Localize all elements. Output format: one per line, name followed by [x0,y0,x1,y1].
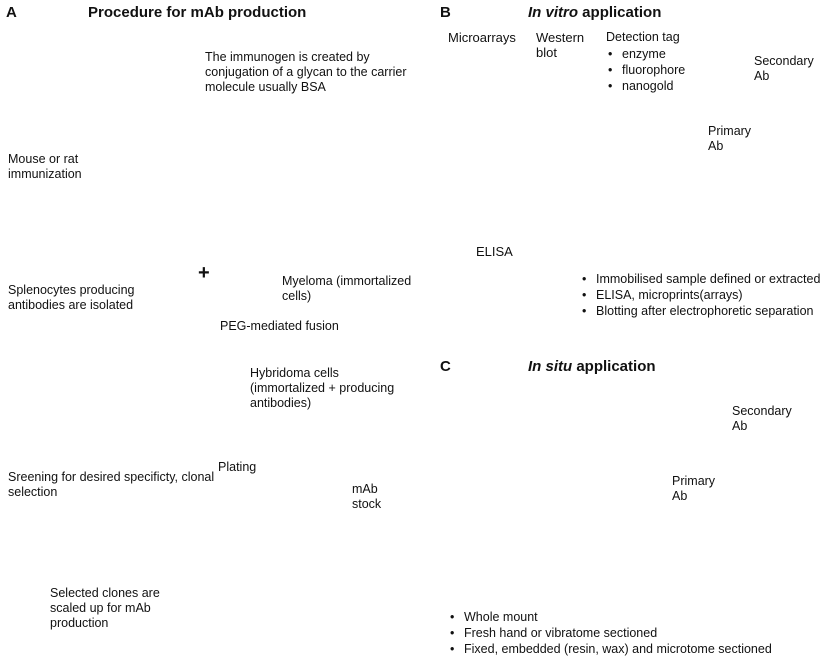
secondary-ab-label-c: Secondary Ab [732,404,792,433]
myeloma-cells [222,232,278,285]
detection-tag-star-c [695,378,729,406]
mouse-label: Mouse or rat immunization [8,152,82,181]
screening-label: Sreening for desired specificty, clonal … [8,470,215,499]
plating-label: Plating [218,460,257,474]
primary-ab-label-b: Primary Ab [708,124,752,153]
hybridoma-cells [167,363,251,433]
panel-c-title-italic: In situ [528,358,573,375]
panel-b-title: In vitro application [528,4,661,21]
culture-flask [244,165,339,213]
mab-stock-label: mAb stock [352,482,382,511]
panel-b-bullet: Immobilised sample defined or extracted [580,271,820,287]
panel-c-letter: C [440,358,451,375]
detection-tag-block: Detection tag enzyme fluorophore nanogol… [606,30,685,94]
western-blot-image [536,60,590,228]
detection-tag-title: Detection tag [606,30,680,44]
primary-antibody-c [610,462,668,511]
well-plate-right [150,523,248,548]
microarray-image [448,48,524,228]
detection-item: nanogold [606,78,685,94]
secondary-antibody-c [677,410,737,461]
elisa-plate-image [447,257,565,335]
splenocytes-label: Splenocytes producing antibodies are iso… [8,283,135,312]
panel-b-bullets: Immobilised sample defined or extracted … [580,271,820,319]
immunogen-text: The immunogen is created by conjugation … [205,50,407,94]
detection-item: enzyme [606,46,685,62]
well-plate-left [18,523,116,548]
panel-b-title-italic: In vitro [528,4,579,21]
panel-c-title-rest: application [572,358,656,375]
detection-tag-star [713,30,747,58]
primary-antibody-b [646,114,704,163]
panel-b-bullet: Blotting after electrophoretic separatio… [580,303,820,319]
panel-c-title: In situ application [528,358,656,375]
immunogen-illustration [70,22,218,154]
panel-b-bullet: ELISA, microprints(arrays) [580,287,820,303]
panel-a-letter: A [6,4,17,21]
primary-ab-label-c: Primary Ab [672,474,716,503]
panel-c-bullet: Fresh hand or vibratome sectioned [448,625,772,641]
panel-c-bullet: Whole mount [448,609,772,625]
panel-a-title: Procedure for mAb production [88,4,307,21]
secondary-ab-label-b: Secondary Ab [754,54,814,83]
selected-clones-label: Selected clones are scaled up for mAb pr… [50,586,160,630]
antigen-surface-b [636,161,744,228]
tissue-cells-c [619,489,721,586]
secondary-antibody-b [697,62,757,113]
elisa-label: ELISA [476,244,513,259]
panel-b-letter: B [440,4,451,21]
western-blot-label: Western blot [536,30,585,60]
plus-sign: + [198,262,210,284]
microarrays-label: Microarrays [448,30,516,45]
scale-up-flask [244,565,339,611]
selected-clone-cells [186,584,365,648]
panel-b-title-rest: application [578,4,662,21]
micrograph-image [446,392,591,602]
myeloma-label: Myeloma (immortalized cells) [282,274,412,303]
panel-c-bullets: Whole mount Fresh hand or vibratome sect… [448,609,772,657]
mouse-illustration [16,184,141,233]
detection-item: fluorophore [606,62,685,78]
panel-c-bullet: Fixed, embedded (resin, wax) and microto… [448,641,772,657]
hybridoma-label: Hybridoma cells (immortalized + producin… [250,366,395,410]
peg-label: PEG-mediated fusion [220,319,339,333]
